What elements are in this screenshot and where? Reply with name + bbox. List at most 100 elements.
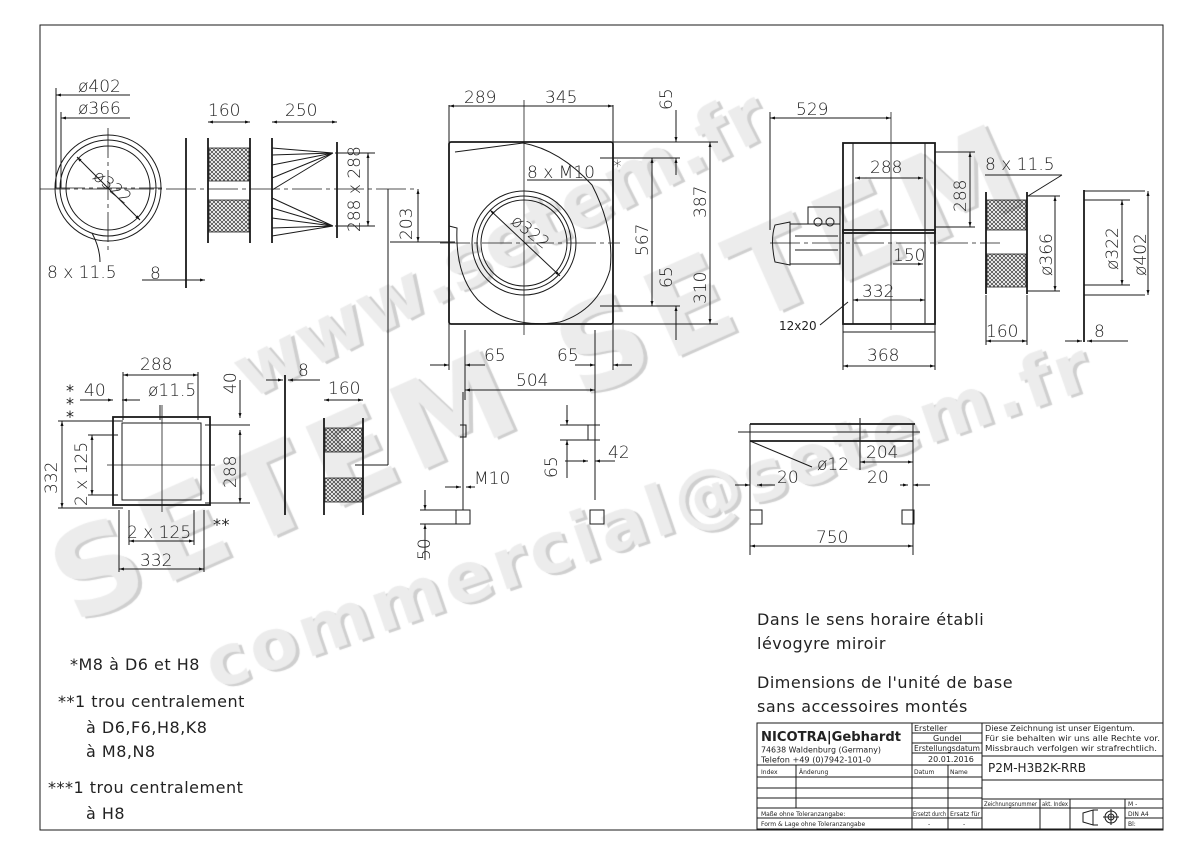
notes-right: Dans le sens horaire établi lévogyre mir…	[757, 610, 1013, 716]
dim-side-150: 150	[893, 246, 925, 266]
dim-base-d12: ø12	[817, 455, 849, 475]
note-rotation: Dans le sens horaire établi	[757, 610, 984, 629]
fan-front-view	[430, 100, 718, 400]
replaced-by-value: -	[928, 821, 930, 828]
outlet-flange-view	[58, 372, 388, 572]
dim-outlet-gasket: 8	[298, 361, 309, 381]
dim-side-368: 368	[867, 346, 899, 366]
mark-fan-bolts: *	[613, 157, 622, 177]
dim-cone-size: 288 x 288	[345, 146, 365, 232]
dim-outlet-40: 40	[84, 381, 106, 401]
note-hole-2-h8: à H8	[86, 804, 125, 823]
datum-label: Datum	[914, 769, 934, 776]
dim-foot-50: 50	[415, 538, 435, 560]
dim-fan-387: 387	[691, 186, 711, 218]
dim-fan-65-right: 65	[657, 266, 677, 288]
part-number: P2M-H3B2K-RRB	[988, 761, 1086, 775]
format-label: DIN A4	[1128, 811, 1149, 818]
dim-fan-65-br: 65	[557, 346, 579, 366]
dim-outlet-288-v: 288	[221, 456, 241, 488]
note-accessories: sans accessoires montés	[757, 697, 968, 716]
dim-foot-42: 42	[608, 443, 630, 463]
dim-base-204: 204	[866, 443, 898, 463]
dim-fan-w-right: 345	[545, 88, 577, 108]
change-label: Änderung	[799, 769, 828, 776]
dim-flange-d322: ø322	[89, 166, 135, 208]
creation-date: 20.01.2016	[928, 755, 974, 764]
company-logo: NICOTRA|Gebhardt	[761, 730, 901, 745]
replaces-label: Ersatz für	[950, 811, 981, 818]
note-m8: *M8 à D6 et H8	[70, 655, 200, 674]
date-label: Erstellungsdatum	[914, 744, 980, 753]
foot-detail-view	[387, 290, 615, 560]
base-frame-view	[735, 418, 930, 555]
dim-fan-top: 65	[657, 88, 677, 110]
scale-label: M -	[1128, 801, 1137, 808]
note-hole-2: ***1 trou centralement	[48, 778, 243, 797]
mark-outlet-2: **	[213, 515, 230, 534]
dim-outlet-332-v: 332	[42, 462, 62, 494]
sheet-label: Bl:	[1128, 821, 1136, 828]
dim-outlet-288: 288	[140, 355, 172, 375]
dim-fan-504: 504	[516, 371, 548, 391]
company-address: 74638 Waldenburg (Germany)	[761, 746, 881, 755]
note-hole-1-m8: à M8,N8	[86, 742, 156, 761]
dim-flange-d402: ø402	[78, 77, 121, 97]
dim-side-slot: 12x20	[779, 319, 817, 333]
copyright-line-1: Diese Zeichnung ist unser Eigentum.	[985, 724, 1135, 733]
dim-cone-len: 250	[285, 101, 317, 121]
title-block	[756, 722, 1164, 830]
dim-side-288-v: 288	[951, 180, 971, 212]
inlet-accessories-view	[40, 120, 455, 290]
dim-fan-310: 310	[691, 272, 711, 304]
dim-side-d366: ø366	[1037, 233, 1057, 276]
dim-outlet-332: 332	[140, 551, 172, 571]
dim-outlet-40-v: 40	[221, 372, 241, 394]
copyright-line-2: Für sie behalten wir uns alle Rechte vor…	[985, 734, 1160, 743]
drawing-frame	[39, 24, 1164, 831]
copyright-line-3: Missbrauch verfolgen wir strafrechtlich.	[985, 744, 1157, 753]
dim-flange-d366: ø366	[78, 99, 121, 119]
dim-base-750: 750	[816, 528, 848, 548]
inlet-flange-view	[54, 88, 162, 263]
mark-outlet-3: * * *	[66, 381, 74, 426]
form-label: Form & Lage ohne Toleranzangabe	[761, 821, 865, 828]
dim-side-d402: ø402	[1131, 233, 1151, 276]
name-label: Name	[950, 769, 968, 776]
dim-side-288-h: 288	[870, 158, 902, 178]
notes-left: *M8 à D6 et H8 **1 trou centralement à D…	[48, 655, 245, 823]
dim-fan-w-left: 289	[464, 88, 496, 108]
replaced-by-label: Ersetzt durch	[913, 811, 946, 818]
projection-cone-icon	[1082, 809, 1098, 826]
dim-side-160: 160	[986, 322, 1018, 342]
dim-outlet-silencer: 160	[328, 379, 360, 399]
dim-side-332: 332	[862, 282, 894, 302]
dim-fan-567: 567	[633, 224, 653, 256]
note-hole-1: **1 trou centralement	[58, 692, 245, 711]
dim-side-8: 8	[1094, 322, 1105, 342]
current-index-label: akt. Index	[1042, 801, 1068, 808]
dim-side-holes: 8 x 11.5	[985, 155, 1055, 175]
dim-outlet-2x125: 2 x 125	[127, 523, 191, 543]
dim-flange-holes: 8 x 11.5	[47, 263, 117, 283]
dim-fan-65-bl: 65	[484, 346, 506, 366]
replaces-value: -	[963, 821, 965, 828]
company-phone: Telefon +49 (0)7942-101-0	[760, 756, 871, 765]
dim-side-d322: ø322	[1103, 227, 1123, 270]
index-label: Index	[761, 769, 778, 776]
note-hole-1-sizes: à D6,F6,H8,K8	[86, 718, 207, 737]
creator-label: Ersteller	[914, 724, 948, 733]
dim-outlet-2x125-v: 2 x 125	[72, 442, 92, 506]
dim-fan-bolts: 8 x M10	[527, 163, 595, 183]
dim-inlet-height: 203	[397, 208, 417, 240]
note-dimensions: Dimensions de l'unité de base	[757, 673, 1013, 692]
note-mirror: lévogyre miroir	[757, 634, 886, 653]
dim-foot-65: 65	[542, 456, 562, 478]
creator: Gundel	[933, 734, 962, 743]
dim-base-20-l: 20	[777, 468, 799, 488]
dim-silencer-len: 160	[208, 101, 240, 121]
tolerance-label: Maße ohne Toleranzangabe:	[761, 811, 845, 818]
dim-side-529: 529	[796, 100, 828, 120]
dim-outlet-hole: ø11.5	[148, 381, 196, 401]
